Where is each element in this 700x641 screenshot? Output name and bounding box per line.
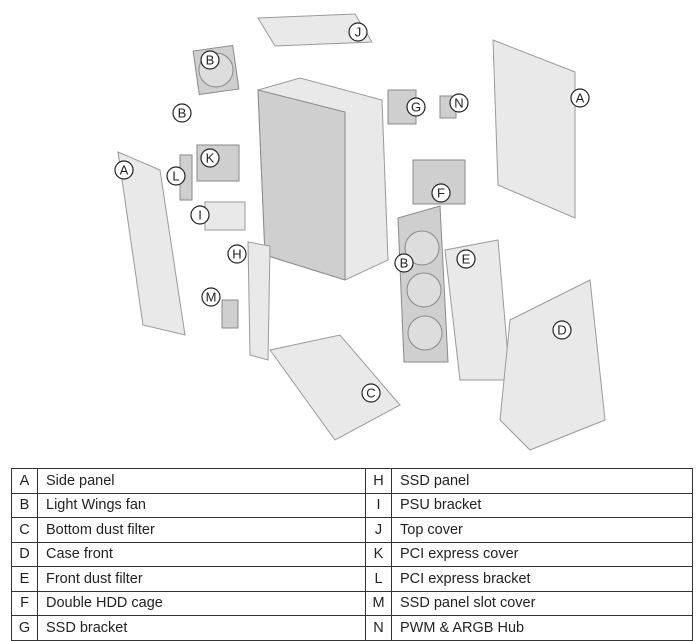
callout-14: M	[201, 287, 221, 307]
part-letter: B	[11, 492, 38, 518]
part-name: Double HDD cage	[37, 590, 366, 616]
top-cover-part	[257, 13, 373, 47]
part-letter: D	[11, 541, 38, 567]
part-name: Bottom dust filter	[37, 517, 366, 543]
part-name: Front dust filter	[37, 566, 366, 592]
part-name: PCI express bracket	[391, 566, 693, 592]
part-name: Light Wings fan	[37, 492, 366, 518]
callout-13: E	[456, 249, 476, 269]
psu-bracket-part	[204, 201, 246, 231]
right-side-panel-part	[492, 39, 576, 219]
exploded-case-diagram: J B B G N A A K L F I H B E M D C	[114, 13, 606, 451]
part-letter: A	[11, 468, 38, 494]
callout-letter: B	[178, 106, 187, 121]
front-dust-filter-part	[444, 239, 511, 381]
part-name: PCI express cover	[391, 541, 693, 567]
callout-6: A	[114, 160, 134, 180]
slot-cover-part	[221, 299, 239, 329]
part-name: PSU bracket	[391, 492, 693, 518]
callout-letter: H	[232, 247, 241, 262]
callout-letter: M	[206, 290, 217, 305]
part-letter: I	[365, 492, 392, 518]
part-name: SSD bracket	[37, 615, 366, 641]
part-name: SSD panel	[391, 468, 693, 494]
part-letter: L	[365, 566, 392, 592]
callout-letter: B	[206, 53, 215, 68]
part-name: PWM & ARGB Hub	[391, 615, 693, 641]
callout-letter: D	[557, 323, 566, 338]
part-letter: F	[11, 590, 38, 616]
part-letter: H	[365, 468, 392, 494]
callout-letter: A	[576, 91, 585, 106]
callout-letter: C	[366, 386, 375, 401]
callout-letter: E	[462, 252, 471, 267]
part-name: Top cover	[391, 517, 693, 543]
callout-letter: J	[355, 25, 362, 40]
callout-8: L	[166, 166, 186, 186]
part-letter: E	[11, 566, 38, 592]
part-letter: N	[365, 615, 392, 641]
callout-4: N	[449, 93, 469, 113]
ssd-panel-part	[247, 241, 271, 361]
case-front-part	[499, 279, 606, 451]
callout-10: I	[190, 205, 210, 225]
part-name: SSD panel slot cover	[391, 590, 693, 616]
part-letter: G	[11, 615, 38, 641]
part-name: Side panel	[37, 468, 366, 494]
callout-3: G	[406, 97, 426, 117]
callout-5: A	[570, 88, 590, 108]
callout-7: K	[200, 148, 220, 168]
case-chassis-side	[257, 89, 346, 281]
left-side-panel-part	[117, 151, 186, 336]
callout-letter: F	[437, 186, 445, 201]
callout-letter: K	[206, 151, 215, 166]
part-name: Case front	[37, 541, 366, 567]
callout-11: H	[227, 244, 247, 264]
callout-letter: G	[411, 100, 421, 115]
callout-15: D	[552, 320, 572, 340]
part-letter: M	[365, 590, 392, 616]
callout-letter: N	[454, 96, 463, 111]
part-letter: K	[365, 541, 392, 567]
callout-2: B	[172, 103, 192, 123]
callout-9: F	[431, 183, 451, 203]
part-letter: J	[365, 517, 392, 543]
callout-0: J	[348, 22, 368, 42]
callout-letter: A	[120, 163, 129, 178]
bottom-dust-filter-part	[269, 334, 401, 441]
callout-letter: L	[172, 169, 179, 184]
callout-12: B	[394, 253, 414, 273]
callout-letter: B	[400, 256, 409, 271]
part-letter: C	[11, 517, 38, 543]
callout-letter: I	[198, 208, 202, 223]
callout-1: B	[200, 50, 220, 70]
callout-16: C	[361, 383, 381, 403]
